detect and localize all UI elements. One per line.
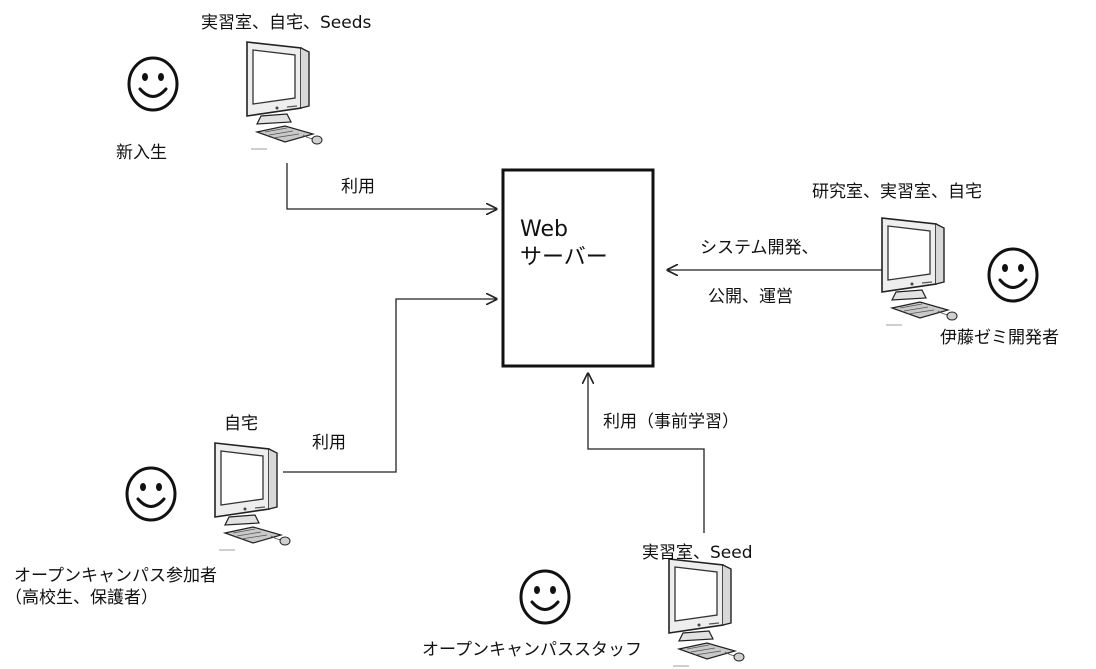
visitor-name-line2: （高校生、保護者）	[5, 588, 158, 608]
developer-action-line2: 公開、運営	[708, 287, 793, 307]
arrow-visitor-to-server	[283, 299, 497, 473]
web-server-box	[501, 168, 655, 368]
staff-name-label: オープンキャンパススタッフ	[422, 640, 642, 660]
staff-computer-icon	[668, 558, 745, 667]
newcomer-computer-icon	[246, 41, 323, 150]
visitor-computer-icon	[214, 442, 291, 551]
developer-location-label: 研究室、実習室、自宅	[812, 182, 982, 202]
visitor-smiley-icon	[125, 466, 177, 522]
visitor-action-label: 利用	[312, 433, 346, 453]
developer-name-label: 伊藤ゼミ開発者	[940, 328, 1059, 348]
staff-smiley-icon	[519, 569, 571, 625]
visitor-name-line1: オープンキャンパス参加者	[14, 566, 217, 586]
arrow-staff-to-server	[588, 373, 705, 533]
developer-smiley-icon	[987, 247, 1039, 303]
newcomer-action-label: 利用	[341, 177, 375, 197]
server-label-line2: サーバー	[520, 244, 608, 270]
developer-computer-icon	[881, 217, 958, 326]
newcomer-location-label: 実習室、自宅、Seeds	[201, 13, 372, 33]
developer-action-line1: システム開発、	[700, 238, 819, 258]
server-label: Web サーバー	[520, 216, 608, 271]
visitor-location-label: 自宅	[224, 414, 258, 434]
server-label-line1: Web	[520, 217, 568, 242]
staff-action-label: 利用（事前学習）	[603, 412, 739, 432]
staff-location-label: 実習室、Seed	[642, 543, 753, 563]
newcomer-smiley-icon	[127, 56, 179, 112]
arrow-newcomer-to-server	[286, 163, 497, 209]
newcomer-name-label: 新入生	[116, 143, 167, 163]
